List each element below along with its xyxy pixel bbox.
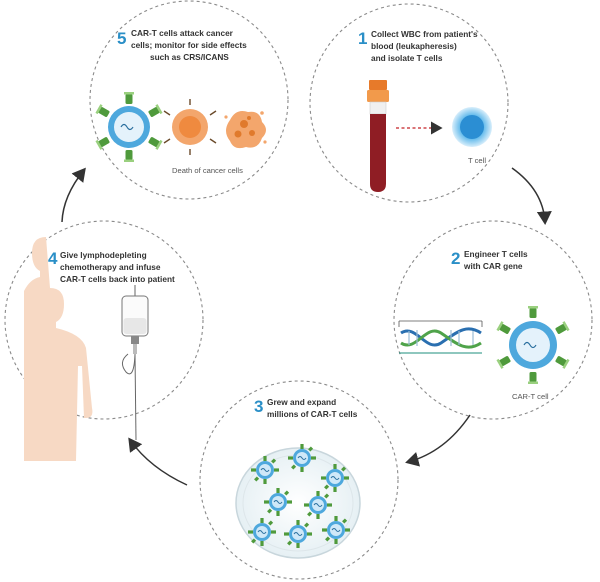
step-3: 3 Grew and expand millions of CAR-T cell… [235, 397, 361, 559]
arrow-3-to-4 [128, 437, 188, 486]
step-5-line-3: such as CRS/ICANS [150, 52, 229, 62]
step-2-line-1: Engineer T cells [464, 249, 528, 259]
dying-cancer-cell [224, 111, 267, 149]
car-t-attacking-cell [95, 92, 163, 162]
step-1-line-1: Collect WBC from patient's [371, 29, 478, 39]
patient-silhouette [24, 237, 93, 461]
arrow-1-to-2 [511, 167, 552, 225]
step-4: 4 Give lymphodepleting chemotherapy and … [24, 237, 175, 461]
step-1: 1 Collect WBC from patient's blood (leuk… [358, 29, 492, 192]
step-4-line-3: CAR-T cells back into patient [60, 274, 175, 284]
step-1-circle [309, 3, 509, 203]
step-3-circle [199, 380, 399, 580]
step-5-line-1: CAR-T cells attack cancer [131, 28, 234, 38]
step-4-line-1: Give lymphodepleting [60, 250, 147, 260]
car-t-cell-caption: CAR-T cell [512, 392, 549, 401]
t-cell-caption: T cell [468, 156, 486, 165]
step-4-number: 4 [48, 249, 58, 268]
step-3-line-2: millions of CAR-T cells [267, 409, 358, 419]
step-5-number: 5 [117, 29, 126, 48]
step-1-line-2: blood (leukapheresis) [371, 41, 457, 51]
step-2-number: 2 [451, 249, 460, 268]
step-1-line-3: and isolate T cells [371, 53, 443, 63]
step-5: 5 CAR-T cells attack cancer cells; monit… [95, 28, 267, 175]
t-cell [452, 107, 492, 147]
death-of-cancer-cells-caption: Death of cancer cells [172, 166, 243, 175]
dna-strand [398, 320, 483, 354]
step-4-circle [4, 220, 204, 420]
petri-dish [235, 443, 361, 559]
step-2-circle [393, 220, 593, 420]
step-2: 2 Engineer T cells with CAR gene [398, 249, 570, 401]
step-4-line-2: chemotherapy and infuse [60, 262, 161, 272]
step-3-number: 3 [254, 397, 263, 416]
cancer-cell [163, 99, 217, 155]
blood-tube [367, 80, 389, 192]
car-t-cell [496, 306, 570, 384]
iv-bag [121, 285, 149, 441]
step-1-number: 1 [358, 29, 367, 48]
step-3-line-1: Grew and expand [267, 397, 336, 407]
arrow-4-to-5 [61, 167, 86, 223]
step-5-line-2: cells; monitor for side effects [131, 40, 247, 50]
step-5-circle [89, 0, 289, 200]
arrow-2-to-3 [405, 414, 471, 467]
step-2-line-2: with CAR gene [463, 261, 523, 271]
